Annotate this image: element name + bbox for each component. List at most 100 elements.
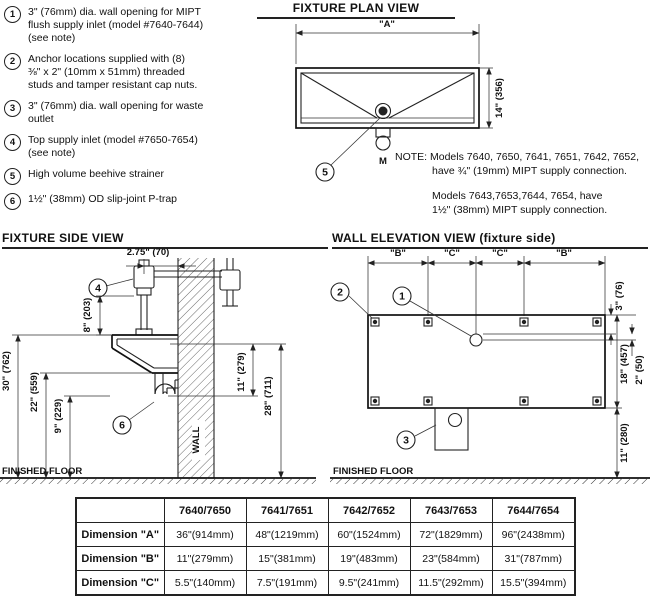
side-view-title: FIXTURE SIDE VIEW: [2, 231, 328, 249]
side-dim-8: 8" (203): [82, 295, 134, 336]
elevation-view-title: WALL ELEVATION VIEW (fixture side): [332, 231, 648, 249]
supply-inlet-hole: [469, 333, 483, 347]
callout-2: 2: [330, 282, 373, 319]
table-cell: 48"(1219mm): [245, 522, 329, 547]
table-col-header: 7642/7652: [327, 497, 411, 523]
models-note-line: 1½" (38mm) MIPT supply connection.: [432, 204, 608, 216]
side-dim-22: 22" (559): [29, 372, 152, 479]
row-label: Dimension "A": [75, 522, 165, 547]
callout-4-number: 4: [95, 283, 101, 295]
plan-fixture-outline: [295, 67, 480, 129]
elev-dim-c-right-label: "C": [492, 248, 508, 259]
callout-5: 5: [315, 117, 381, 182]
table-col-header: 7643/7653: [409, 497, 493, 523]
side-dim-9-label: 9" (229): [53, 399, 64, 434]
models-note-line: NOTE: Models 7640, 7650, 7641, 7651, 764…: [395, 151, 640, 163]
plan-supply-fitting: M: [375, 127, 391, 167]
table-cell: 60"(1524mm): [327, 522, 411, 547]
note-text: Top supply inlet (model #7650-7654) (see…: [28, 134, 198, 159]
note-number-badge: 2: [4, 53, 21, 70]
finished-floor-elevation: FINISHED FLOOR: [330, 466, 650, 484]
table-cell: 72"(1829mm): [409, 522, 493, 547]
urinal-basin-profile: [111, 334, 178, 374]
anchor-stud: [423, 396, 433, 406]
fixture-outline: [367, 314, 606, 409]
callout-4: 4: [88, 278, 134, 298]
table-cell: 19"(483mm): [327, 546, 411, 571]
callout-6: 6: [112, 401, 155, 435]
callout-5-number: 5: [322, 167, 328, 179]
table-col-header: 7641/7651: [245, 497, 329, 523]
note-text: 1½" (38mm) OD slip-joint P-trap: [28, 193, 178, 205]
callout-6-number: 6: [119, 420, 125, 432]
table-cell: 31"(787mm): [491, 546, 576, 571]
plan-fixture-rect: [295, 67, 480, 129]
table-cell: 7.5"(191mm): [245, 570, 329, 596]
top-supply-valve: [219, 258, 241, 307]
wall-elevation-view-drawing: "B" "C" "C" "B" 1 2: [330, 248, 650, 484]
notes-list: 1 3" (76mm) dia. wall opening for MIPT f…: [4, 6, 268, 218]
fixture-plan-view-drawing: "A" M 14" (356) 5: [295, 19, 505, 182]
elev-dim-18-label: 18" (457): [619, 344, 630, 384]
table-header-row: 7640/7650 7641/7651 7642/7652 7643/7653 …: [75, 497, 576, 523]
side-dim-8-label: 8" (203): [82, 298, 93, 333]
table-col-header: 7640/7650: [163, 497, 247, 523]
table-cell: 23"(584mm): [409, 546, 493, 571]
elev-dim-c-left-label: "C": [444, 248, 460, 259]
side-dim-28-label: 28" (711): [263, 376, 274, 415]
callout-3: 3: [396, 424, 437, 450]
elev-dim-b-left-label: "B": [390, 248, 406, 259]
table-cell: 9.5"(241mm): [327, 570, 411, 596]
table-row: Dimension "B" 11"(279mm) 15"(381mm) 19"(…: [75, 546, 576, 571]
note-text: 3" (76mm) dia. wall opening for waste ou…: [28, 100, 204, 125]
models-note-line: have ¾" (19mm) MIPT supply connection.: [432, 165, 627, 177]
table-cell: 36"(914mm): [163, 522, 247, 547]
fixture-rect: [367, 314, 606, 409]
row-label: Dimension "B": [75, 546, 165, 571]
beehive-strainer: [374, 102, 392, 120]
wall-label: WALL: [191, 426, 202, 453]
anchor-stud: [592, 396, 602, 406]
plan-valve-label: M: [379, 156, 387, 167]
elev-dim-11: 11" (280): [614, 407, 630, 479]
plan-dim-a-label: "A": [379, 19, 395, 30]
table-cell: 5.5"(140mm): [163, 570, 247, 596]
table-cell: 15"(381mm): [245, 546, 329, 571]
p-trap: [154, 373, 178, 395]
note-item: 4 Top supply inlet (model #7650-7654) (s…: [4, 134, 268, 160]
note-item: 2 Anchor locations supplied with (8) ⅜" …: [4, 53, 268, 92]
wall-section: WALL: [177, 258, 215, 478]
flush-valve: [133, 259, 222, 336]
plan-dim-depth-label: 14" (356): [494, 78, 505, 118]
callout-1-number: 1: [399, 291, 405, 303]
table-cell: 11"(279mm): [163, 546, 247, 571]
note-item: 6 1½" (38mm) OD slip-joint P-trap: [4, 193, 268, 210]
finished-floor-label: FINISHED FLOOR: [333, 466, 413, 477]
row-label: Dimension "C": [75, 570, 165, 596]
side-dim-28: 28" (711): [263, 343, 284, 479]
elev-dim-18: 18" (457): [605, 314, 630, 409]
elev-dim-3: 3" (76): [483, 281, 636, 345]
callout-1: 1: [392, 286, 472, 337]
side-dim-11: 11" (279): [168, 343, 286, 397]
note-number-badge: 1: [4, 6, 21, 23]
callout-2-number: 2: [337, 287, 343, 299]
note-item: 5 High volume beehive strainer: [4, 168, 268, 185]
table-row: Dimension "C" 5.5"(140mm) 7.5"(191mm) 9.…: [75, 570, 576, 596]
plan-view-title: FIXTURE PLAN VIEW: [257, 1, 455, 19]
side-dim-22-label: 22" (559): [29, 372, 40, 412]
side-dim-setback-label: 2.75" (70): [127, 247, 170, 258]
note-number-badge: 5: [4, 168, 21, 185]
finished-floor-side: FINISHED FLOOR: [0, 466, 316, 484]
note-text: Anchor locations supplied with (8) ⅜" x …: [28, 53, 198, 91]
anchor-stud: [370, 396, 380, 406]
side-dim-30-label: 30" (762): [1, 351, 12, 391]
note-number-badge: 3: [4, 100, 21, 117]
side-dim-9: 9" (229): [53, 395, 110, 479]
anchor-stud: [519, 396, 529, 406]
elev-dim-2: 2" (50): [483, 324, 645, 385]
elev-dim-3-label: 3" (76): [614, 281, 625, 310]
anchor-stud: [519, 317, 529, 327]
models-note: NOTE: Models 7640, 7650, 7641, 7651, 764…: [395, 150, 650, 217]
